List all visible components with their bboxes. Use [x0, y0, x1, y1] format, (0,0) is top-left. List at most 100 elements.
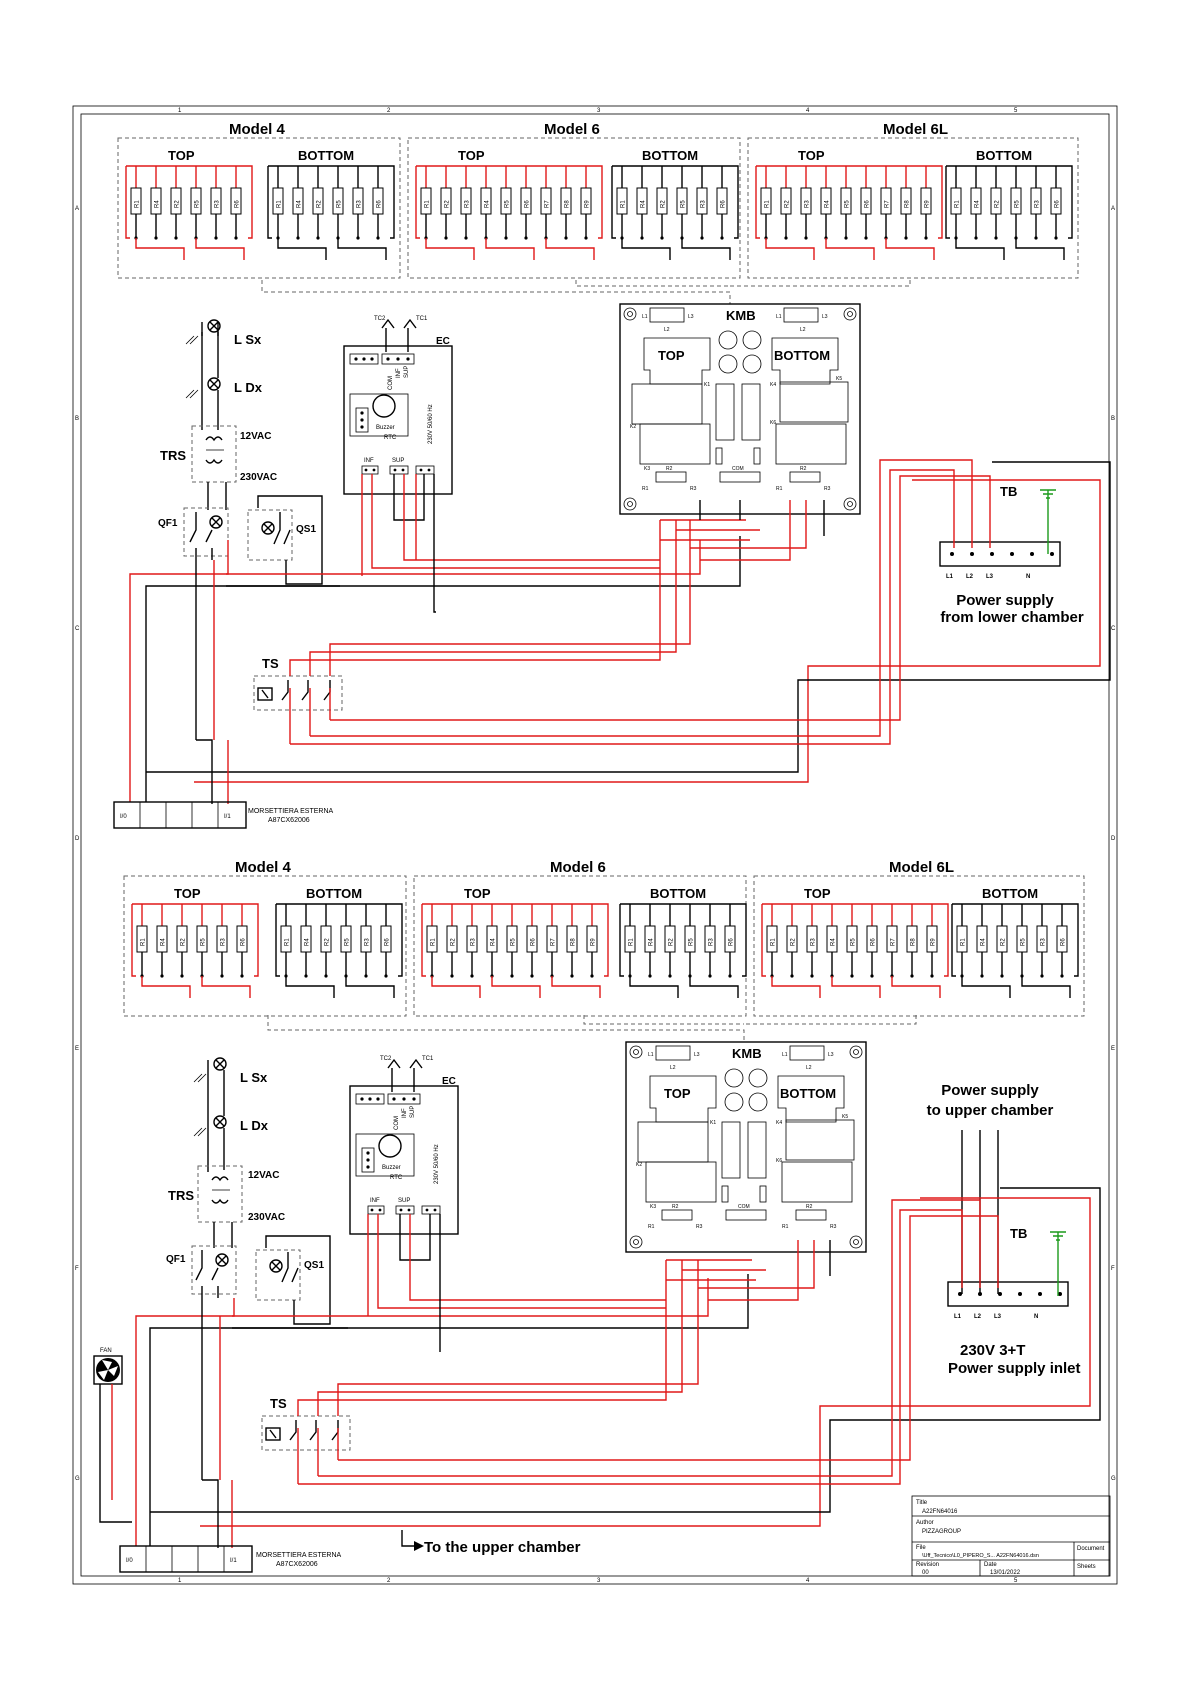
svg-text:L2: L2	[800, 327, 806, 333]
top-resistor-label: R6	[235, 200, 241, 208]
svg-text:L2: L2	[670, 1065, 676, 1071]
upper-qf1-label: QF1	[158, 518, 178, 529]
upper-ec-label: EC	[436, 336, 450, 347]
svg-text:R2: R2	[800, 466, 807, 472]
top-resistor-label: R1	[425, 200, 431, 208]
lower-lamp-sx-label: L Sx	[240, 1070, 268, 1085]
frame-row-C: C	[75, 626, 80, 632]
svg-text:R3: R3	[824, 486, 831, 492]
svg-text:INF: INF	[370, 1198, 380, 1204]
svg-text:K2: K2	[630, 424, 636, 430]
bottom-resistor-label: R4	[641, 200, 647, 208]
svg-text:L2: L2	[664, 327, 670, 333]
kmb-label: KMB	[732, 1046, 762, 1061]
bottom-resistor-label: R1	[955, 200, 961, 208]
bottom-resistor-label: R5	[1015, 200, 1021, 208]
top-resistor-label: R1	[141, 938, 147, 946]
svg-text:K5: K5	[842, 1114, 848, 1120]
svg-text:R1: R1	[642, 486, 649, 492]
title-block: Title A22FN64016 Author PIZZAGROUP File …	[911, 1495, 1111, 1577]
svg-text:R3: R3	[830, 1224, 837, 1230]
svg-text:R3: R3	[696, 1224, 703, 1230]
top-resistor-label: R5	[195, 200, 201, 208]
svg-text:SUP: SUP	[410, 1106, 416, 1118]
top-resistor-label: R6	[865, 200, 871, 208]
svg-text:Sheets: Sheets	[1077, 1564, 1096, 1570]
top-resistor-label: R8	[565, 200, 571, 208]
bottom-resistor-label: R1	[629, 938, 635, 946]
top-resistor-label: R7	[551, 938, 557, 946]
top-resistor-label: R5	[505, 200, 511, 208]
upper-tb-label: TB	[1000, 484, 1017, 499]
tb-terminal-label: N	[1026, 574, 1030, 580]
bottom-resistor-label: R5	[689, 938, 695, 946]
lower-fan: FAN	[93, 1348, 132, 1523]
frame-col-bottom-4: 4	[806, 1578, 810, 1584]
upper-qs1-label: QS1	[296, 524, 316, 535]
upper-qf1-breaker: QF1	[158, 507, 229, 560]
svg-text:R2: R2	[666, 466, 673, 472]
frame-col-2: 2	[387, 108, 391, 114]
top-resistor-label: R5	[851, 938, 857, 946]
frame-col-bottom-1: 1	[178, 1578, 182, 1584]
lower-qs1-label: QS1	[304, 1260, 324, 1271]
upper-lamp-dx: L Dx	[185, 377, 263, 399]
svg-text:R1: R1	[776, 486, 783, 492]
upper-ec-controller: TC2 TC1 EC COM INF SUP Buzzer RTC 230V 5…	[343, 316, 453, 495]
top-resistor-label: R9	[931, 938, 937, 946]
svg-text:Document: Document	[1077, 1546, 1105, 1552]
bottom-resistor-label: R6	[377, 200, 383, 208]
upper-v230-label: 230VAC	[240, 472, 277, 483]
top-resistor-label: R6	[525, 200, 531, 208]
upper-power-label-1: Power supply	[956, 592, 1054, 609]
top-resistor-label: R9	[585, 200, 591, 208]
kmb-bottom-label: BOTTOM	[774, 348, 830, 363]
top-resistor-label: R5	[201, 938, 207, 946]
top-resistor-label: R6	[871, 938, 877, 946]
bottom-resistor-label: R5	[1021, 938, 1027, 946]
frame-row-right-D: D	[1111, 836, 1116, 842]
top-resistor-label: R2	[445, 200, 451, 208]
top-resistor-label: R9	[591, 938, 597, 946]
kmb-top-label: TOP	[658, 348, 685, 363]
bottom-resistor-label: R4	[649, 938, 655, 946]
svg-text:K4: K4	[770, 382, 776, 388]
svg-text:MORSETTIERA ESTERNA: MORSETTIERA ESTERNA	[256, 1552, 342, 1559]
frame-col-1: 1	[178, 108, 182, 114]
bottom-resistor-label: R2	[669, 938, 675, 946]
frame-row-F: F	[75, 1266, 79, 1272]
tb-terminal-label: L2	[974, 1314, 982, 1320]
lower-inlet-label-2: Power supply inlet	[948, 1360, 1081, 1377]
top-resistor-label: R4	[491, 938, 497, 946]
tb-terminal	[1018, 1292, 1022, 1296]
svg-text:Date: Date	[984, 1562, 997, 1568]
frame-col-3: 3	[597, 108, 601, 114]
top-resistor-label: R2	[785, 200, 791, 208]
svg-text:L3: L3	[694, 1052, 700, 1058]
model-bottom-label: BOTTOM	[976, 148, 1032, 163]
model-title: Model 4	[229, 121, 285, 138]
terminal-cell: I/1	[224, 814, 231, 820]
lower-qf1-breaker: QF1	[166, 1245, 237, 1298]
upper-power-label-2: from lower chamber	[940, 609, 1084, 626]
lower-qs1-switch: QS1	[255, 1235, 331, 1325]
lower-lamp-sx: L Sx	[193, 1057, 268, 1085]
lower-lamp-dx-icon	[213, 1115, 227, 1129]
top-resistor-label: R5	[845, 200, 851, 208]
upper-wiring	[129, 459, 1111, 804]
tb-terminal	[1038, 1292, 1042, 1296]
lower-upper-power-label-2: to upper chamber	[927, 1102, 1054, 1119]
frame-row-D: D	[75, 836, 80, 842]
model-title: Model 6L	[883, 121, 948, 138]
lower-inlet-label-1: 230V 3+T	[960, 1342, 1025, 1359]
top-resistor-label: R1	[431, 938, 437, 946]
tb-terminal	[958, 1292, 962, 1296]
model-title: Model 4	[235, 859, 291, 876]
frame-row-right-B: B	[1111, 416, 1115, 422]
